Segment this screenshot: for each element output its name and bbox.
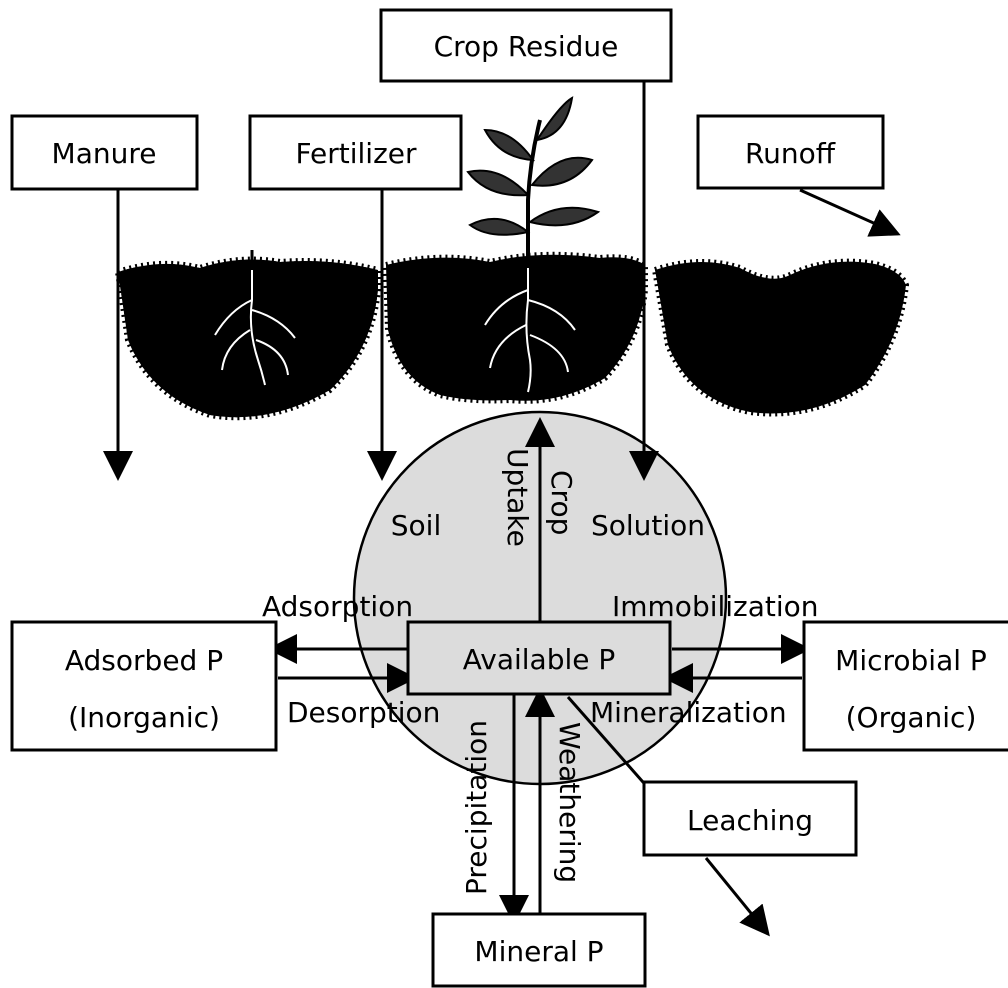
runoff-label: Runoff	[745, 137, 836, 170]
weathering-label: Weathering	[553, 722, 586, 883]
leaching-label: Leaching	[687, 804, 813, 837]
available-p-label: Available P	[463, 643, 616, 676]
fertilizer-label: Fertilizer	[295, 137, 417, 170]
solution-label: Solution	[591, 509, 705, 542]
mineral-p-label: Mineral P	[474, 935, 603, 968]
immobilization-label: Immobilization	[612, 590, 819, 623]
crop-uptake-label-line2: Uptake	[501, 448, 534, 547]
crop-uptake-label-line1: Crop	[545, 470, 578, 535]
soil-label: Soil	[391, 509, 441, 542]
adsorption-label: Adsorption	[262, 590, 413, 623]
microbial-p-label-line2: (Organic)	[846, 701, 977, 734]
runoff-flow-arrow	[800, 190, 898, 234]
microbial-p-label-line1: Microbial P	[835, 644, 987, 677]
precipitation-label: Precipitation	[460, 720, 493, 895]
soil-icon	[118, 255, 906, 417]
desorption-label: Desorption	[287, 696, 440, 729]
crop-residue-label: Crop Residue	[434, 30, 619, 63]
plant-icon	[468, 98, 598, 268]
adsorbed-p-label-line1: Adsorbed P	[65, 644, 223, 677]
manure-label: Manure	[52, 137, 157, 170]
adsorbed-p-label-line2: (Inorganic)	[68, 701, 220, 734]
mineralization-label: Mineralization	[590, 696, 787, 729]
leaching-out-arrow	[706, 858, 768, 934]
